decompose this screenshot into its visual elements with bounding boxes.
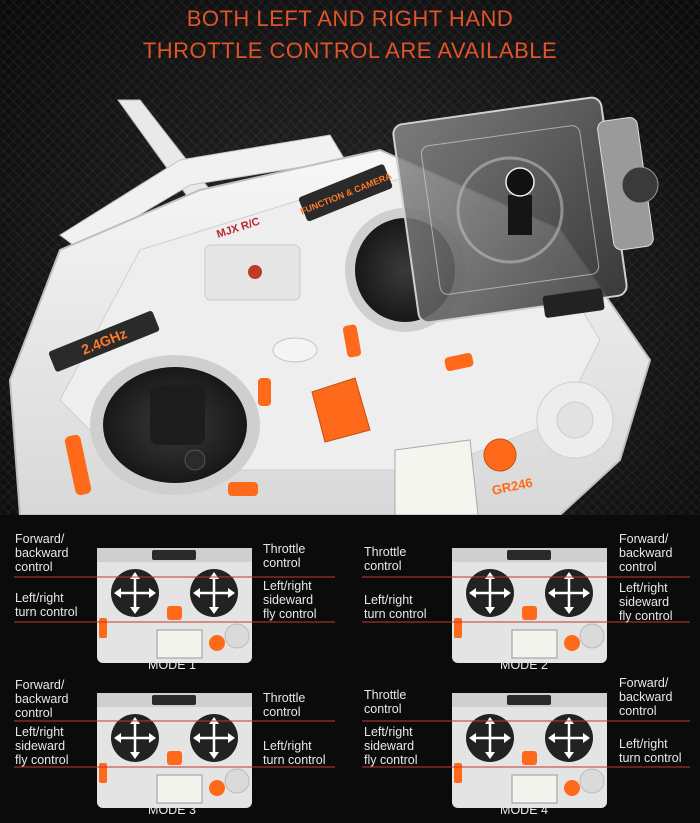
- center-orange-button: [311, 377, 371, 443]
- mode-1-left-bottom-label: Left/right turn control: [15, 591, 78, 619]
- mode-1-right-top-label: Throttle control: [263, 542, 306, 570]
- left-stick-well: [90, 355, 260, 495]
- transmitter-illustration: 2.4GHz FUNCTION & CAMERA MJX R/C GR246: [8, 96, 659, 515]
- mode-1-left-top-label: Forward/ backward control: [15, 532, 69, 574]
- mode-1-transmitter: [95, 546, 254, 665]
- mode-2-left-bottom-label: Left/right turn control: [364, 593, 427, 621]
- headline-line-2: THROTTLE CONTROL ARE AVAILABLE: [142, 38, 558, 63]
- mode-2-right-bottom-label: Left/right sideward fly control: [619, 581, 673, 623]
- mode-2-left-top-label: Throttle control: [364, 545, 407, 573]
- mode-3-dividers: [14, 720, 335, 768]
- mode-1-title: MODE 1: [148, 658, 196, 672]
- mode-4-title: MODE 4: [500, 803, 548, 817]
- mode-1-right-bottom-label: Left/right sideward fly control: [263, 579, 317, 621]
- mode-4-right-top-label: Forward/ backward control: [619, 676, 673, 718]
- mode-diagrams: [14, 546, 690, 810]
- mode-4-left-bottom-label: Left/right sideward fly control: [364, 725, 418, 767]
- mode-2-dividers: [362, 576, 690, 623]
- mode-2-title: MODE 2: [500, 658, 548, 672]
- modes-section: Forward/ backward control Left/right tur…: [0, 515, 700, 823]
- gimbal-module: [392, 96, 659, 324]
- mode-1-dividers: [14, 576, 335, 623]
- mode-4-transmitter: [450, 691, 609, 810]
- mode-4-right-bottom-label: Left/right turn control: [619, 737, 682, 765]
- trim-switches: [64, 324, 474, 496]
- mode-3-left-top-label: Forward/ backward control: [15, 678, 69, 720]
- mode-3-left-bottom-label: Left/right sideward fly control: [15, 725, 69, 767]
- lcd-screen: [394, 439, 479, 515]
- mode-4-left-top-label: Throttle control: [364, 688, 407, 716]
- mode-2-transmitter: [450, 546, 609, 665]
- hero-section: BOTH LEFT AND RIGHT HAND THROTTLE CONTRO…: [0, 0, 700, 515]
- orange-dial: [483, 438, 517, 472]
- mode-4-dividers: [362, 720, 690, 768]
- center-panel: [204, 244, 318, 363]
- mode-3-right-bottom-label: Left/right turn control: [263, 739, 326, 767]
- mode-3-title: MODE 3: [148, 803, 196, 817]
- mode-2-right-top-label: Forward/ backward control: [619, 532, 673, 574]
- mode-3-transmitter: [95, 691, 254, 810]
- headline-line-1: BOTH LEFT AND RIGHT HAND: [186, 6, 514, 31]
- power-led: [248, 265, 262, 279]
- mode-3-right-top-label: Throttle control: [263, 691, 306, 719]
